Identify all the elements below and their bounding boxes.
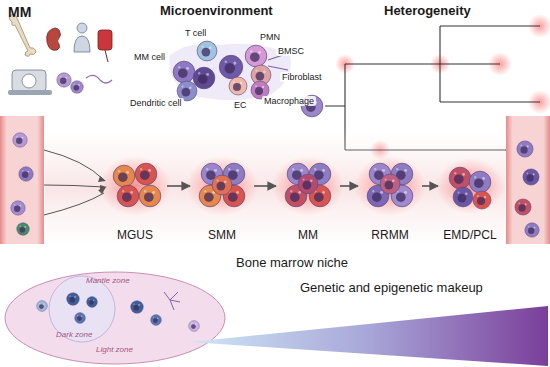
region-label: Bone marrow niche (236, 256, 348, 271)
gradient-wedge (190, 306, 548, 366)
cell-label: Dendritic cell (128, 98, 184, 108)
zone-label: Light zone (96, 345, 133, 354)
cell-label: T cell (183, 28, 208, 38)
progression-arrow (254, 185, 276, 187)
vessels-band (0, 116, 550, 248)
microenvironment-cells (169, 41, 291, 101)
stage-node: MM (278, 148, 338, 242)
stage-node: SMM (192, 148, 252, 242)
stage-label: SMM (208, 228, 236, 242)
stage-clusters (99, 156, 504, 216)
section-title: MM (8, 4, 31, 20)
stage-node: EMD/PCL (440, 148, 500, 242)
cell-label: Fibroblast (280, 72, 324, 82)
clinical-icons (8, 14, 112, 95)
stage-label: EMD/PCL (443, 228, 496, 242)
axis-label: Genetic and epigenetic makeup (300, 281, 483, 296)
cell-label: BMSC (276, 46, 306, 56)
section-title: Microenvironment (160, 4, 273, 19)
stage-label: RRMM (371, 228, 408, 242)
progression-arrow (422, 185, 438, 187)
progression-arrow (167, 185, 190, 187)
cell-label: MM cell (132, 52, 167, 62)
section-title: Heterogeneity (384, 4, 471, 19)
stage-node: MGUS (105, 148, 165, 242)
zone-label: Mantle zone (86, 276, 130, 285)
cell-label: PMN (258, 32, 282, 42)
cell-label: EC (232, 100, 249, 110)
stage-label: MGUS (117, 228, 153, 242)
stage-label: MM (298, 228, 318, 242)
zone-label: Dark zone (56, 330, 92, 339)
stage-node: RRMM (360, 148, 420, 242)
germinal-center (5, 272, 225, 364)
progression-arrow (340, 185, 358, 187)
cell-label: Macrophage (262, 96, 316, 106)
